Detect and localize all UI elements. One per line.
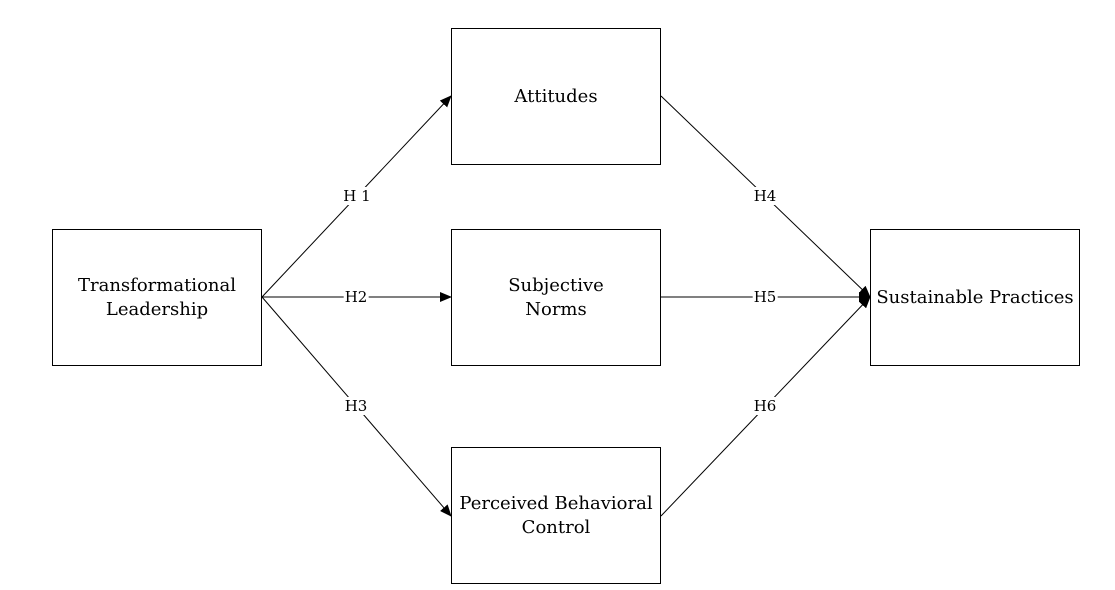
node-attitudes: Attitudes [451, 28, 661, 165]
hypothesis-label-h5: H5 [752, 288, 778, 306]
node-label: Perceived Behavioral Control [459, 492, 653, 538]
hypothesis-label-h6: H6 [752, 397, 778, 415]
node-transformational-leadership: Transformational Leadership [52, 229, 262, 366]
node-label: Attitudes [514, 85, 598, 107]
node-label: Sustainable Practices [876, 286, 1074, 308]
hypothesis-label-h3: H3 [343, 397, 369, 415]
node-perceived-behavioral-control: Perceived Behavioral Control [451, 447, 661, 584]
node-sustainable-practices: Sustainable Practices [870, 229, 1080, 366]
hypothesis-label-h2: H2 [343, 288, 369, 306]
node-label: Subjective Norms [508, 274, 604, 320]
node-label: Transformational Leadership [78, 274, 236, 320]
hypothesis-label-h4: H4 [752, 187, 778, 205]
hypothesis-label-h1: H 1 [342, 187, 372, 205]
node-subjective-norms: Subjective Norms [451, 229, 661, 366]
